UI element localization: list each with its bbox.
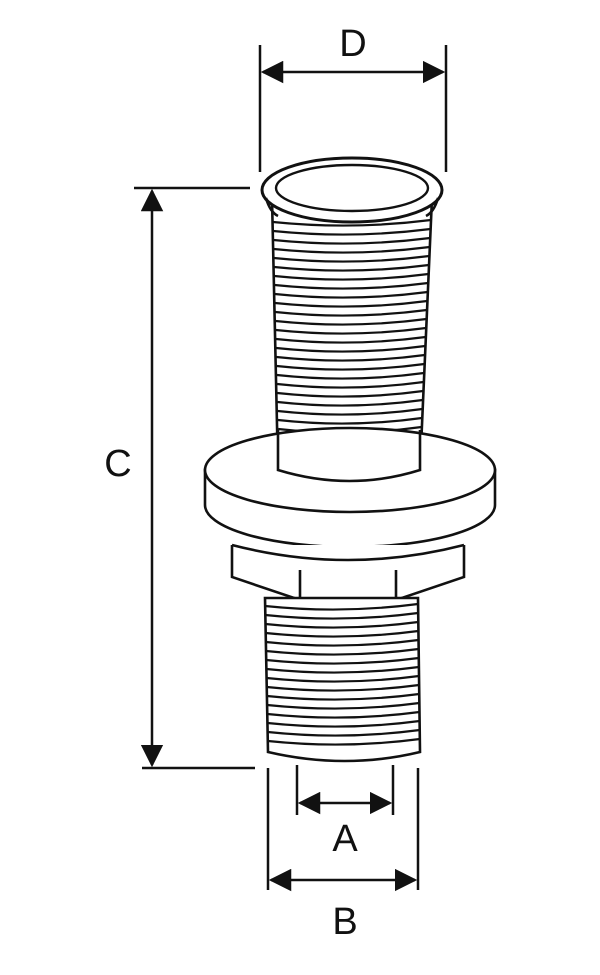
thread-line — [267, 719, 420, 728]
thread-line — [267, 710, 420, 719]
thread-line — [275, 308, 428, 317]
dimension-b — [266, 768, 420, 892]
label-d: D — [339, 23, 366, 65]
thread-line — [277, 416, 423, 425]
lower-threaded-tube — [263, 596, 422, 763]
thread-line — [274, 272, 429, 281]
thread-line — [276, 380, 424, 389]
thread-line — [266, 692, 420, 701]
dimension-c — [134, 186, 255, 770]
thread-line — [277, 398, 423, 407]
dimension-a — [295, 765, 395, 815]
thread-line — [266, 674, 420, 683]
thread-line — [274, 290, 428, 299]
label-c: C — [104, 443, 131, 485]
thread-line — [275, 326, 427, 335]
thread-line — [274, 299, 428, 308]
thread-line — [265, 638, 419, 647]
dimension-d — [258, 45, 448, 172]
lower-thread-lines — [264, 602, 421, 746]
label-b: B — [332, 901, 357, 943]
thread-line — [265, 629, 419, 638]
thread-line — [276, 362, 425, 371]
thread-line — [266, 683, 420, 692]
thread-line — [273, 245, 430, 254]
thread-line — [275, 317, 427, 326]
thread-line — [277, 407, 423, 416]
thread-line — [273, 254, 430, 263]
flange — [203, 426, 497, 549]
fitting-body — [203, 156, 497, 763]
thread-line — [276, 371, 425, 380]
thread-line — [264, 602, 419, 611]
thread-line — [266, 656, 419, 665]
thread-line — [273, 236, 431, 245]
thread-line — [267, 728, 420, 737]
thread-line — [265, 620, 419, 629]
label-a: A — [332, 818, 358, 860]
thread-line — [273, 227, 431, 236]
thread-line — [267, 737, 421, 746]
hex-nut — [230, 543, 466, 602]
thread-line — [265, 647, 419, 656]
thread-line — [272, 218, 432, 227]
thread-line — [276, 344, 426, 353]
thread-line — [266, 665, 420, 674]
thread-line — [265, 611, 419, 620]
thread-line — [277, 389, 424, 398]
thread-line — [275, 335, 426, 344]
thread-line — [276, 353, 425, 362]
thread-line — [274, 263, 430, 272]
top-lip — [260, 156, 444, 224]
thread-line — [274, 281, 429, 290]
thread-line — [267, 701, 420, 710]
